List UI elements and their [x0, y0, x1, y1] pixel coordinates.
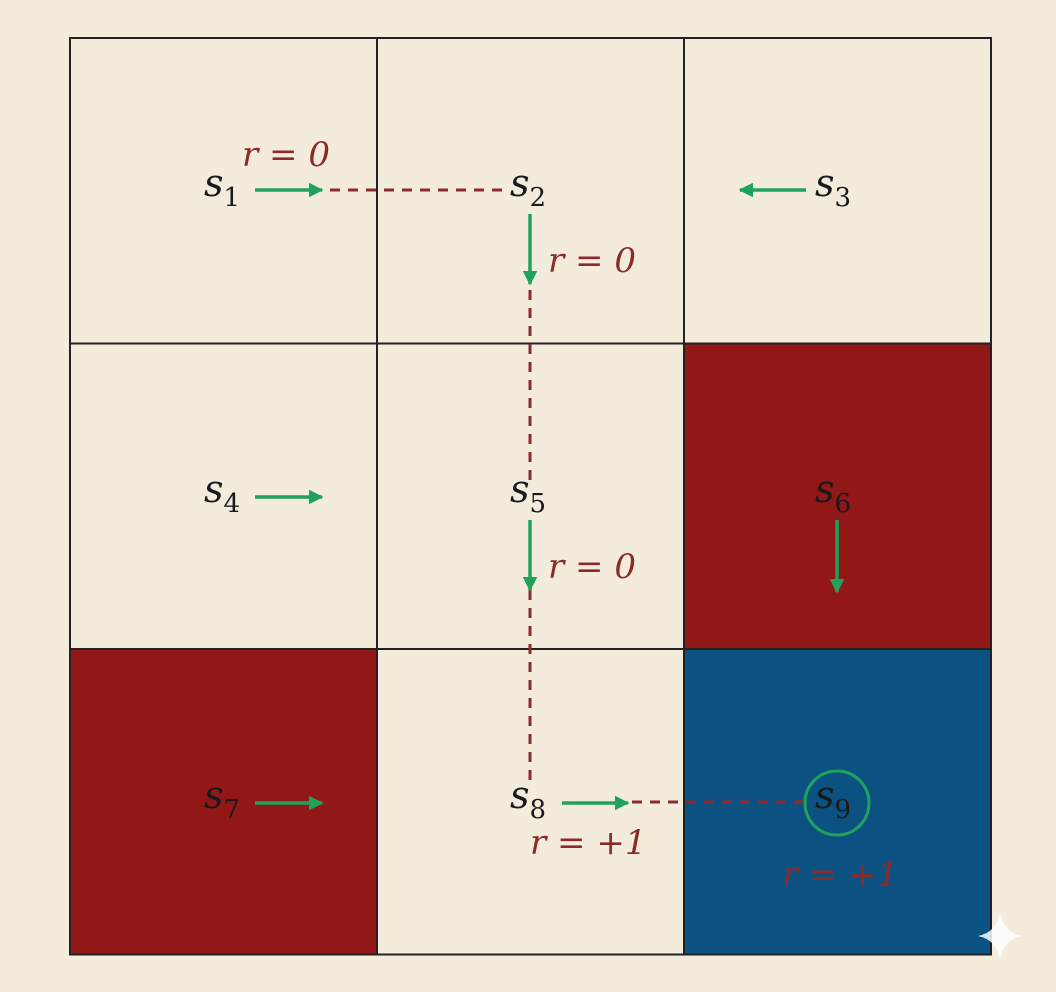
state-label-s5: s5: [510, 467, 546, 519]
reward-label-s1: r = 0: [242, 135, 330, 175]
cell-s3: [683, 37, 992, 345]
reward-label-s8: r = +1: [530, 823, 646, 863]
cell-s9: [683, 648, 992, 956]
reward-label-s5: r = 0: [548, 547, 636, 587]
state-label-s8: s8: [510, 773, 546, 825]
cell-s6: [683, 342, 992, 650]
state-label-s6: s6: [815, 467, 851, 519]
state-label-s3: s3: [815, 161, 851, 213]
state-label-s2: s2: [510, 161, 546, 213]
state-label-s1: s1: [204, 161, 240, 213]
sparkle-icon: [978, 912, 1022, 960]
cell-s4: [69, 342, 378, 650]
state-label-s7: s7: [204, 773, 240, 825]
reward-label-s9: r = +1: [782, 855, 898, 895]
target-circle-icon: [803, 769, 871, 837]
cell-s7: [69, 648, 378, 956]
reward-label-s2: r = 0: [548, 241, 636, 281]
state-label-s9: s9: [815, 773, 851, 825]
cell-s1: [69, 37, 378, 345]
state-label-s4: s4: [204, 467, 240, 519]
